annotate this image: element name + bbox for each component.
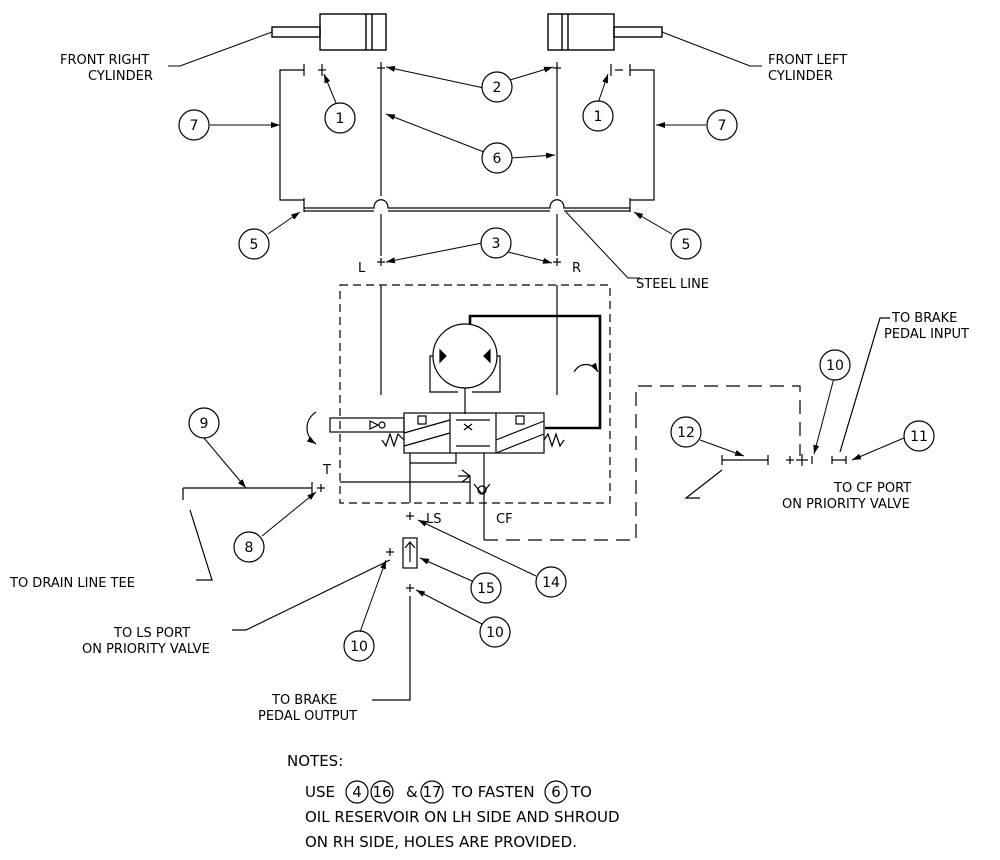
notes-line-2: OIL RESERVOIR ON LH SIDE AND SHROUD <box>305 808 620 826</box>
callout-9-number: 9 <box>200 416 209 432</box>
port-l-label: L <box>358 261 366 276</box>
callout-1b-number: 1 <box>594 109 603 125</box>
front-right-cylinder <box>271 13 387 51</box>
callout-3: 3 <box>480 227 512 259</box>
callout-1a: 1 <box>324 102 356 134</box>
ls-fittings <box>232 512 418 701</box>
ls-port-label: TO LS PORT <box>113 626 190 641</box>
notes-callout-4: 4 <box>352 783 362 801</box>
callout-7a-number: 7 <box>190 118 199 134</box>
front-left-label: FRONT LEFT <box>768 53 847 68</box>
callout-7b-number: 7 <box>718 118 727 134</box>
brake-input-label-2: PEDAL INPUT <box>884 327 969 342</box>
cylinder-leaders <box>168 31 762 67</box>
callout-6-number: 6 <box>493 151 502 167</box>
callout-10a-number: 10 <box>350 639 368 655</box>
front-left-label-2: CYLINDER <box>768 69 833 84</box>
callout-10a: 10 <box>343 630 375 662</box>
notes-heading: NOTES: <box>287 752 343 770</box>
port-r-label: R <box>572 261 581 276</box>
notes-callout-17: 17 <box>422 783 441 801</box>
callout-5b-number: 5 <box>682 237 691 253</box>
callout-5a: 5 <box>238 228 270 260</box>
cf-line <box>484 317 890 541</box>
brake-output-label: TO BRAKE <box>271 693 337 708</box>
drain-line <box>182 482 325 581</box>
front-right-label: FRONT RIGHT <box>60 53 149 68</box>
steering-valve-block <box>306 284 611 540</box>
callout-12-number: 12 <box>677 425 695 441</box>
callout-5a-number: 5 <box>250 237 259 253</box>
callout-12: 12 <box>670 416 702 448</box>
notes-block: NOTES: USE 4 16 & 17 TO FASTEN 6 TO OIL … <box>287 752 620 851</box>
hose-lines <box>279 62 655 266</box>
callout-15-number: 15 <box>477 581 495 597</box>
callout-8-number: 8 <box>245 540 254 556</box>
port-ls-label: LS <box>426 512 442 527</box>
callout-2-number: 2 <box>493 80 502 96</box>
callout-10c: 10 <box>819 349 851 381</box>
callout-3-number: 3 <box>492 236 501 252</box>
callout-2: 2 <box>481 71 513 103</box>
steel-line-label: STEEL LINE <box>636 277 709 292</box>
cf-port-label: TO CF PORT <box>833 481 911 496</box>
callout-14: 14 <box>535 566 567 598</box>
notes-ampersand: & <box>406 783 418 801</box>
port-t-label: T <box>322 463 331 478</box>
callout-7a: 7 <box>178 109 210 141</box>
brake-output-label-2: PEDAL OUTPUT <box>258 709 357 724</box>
front-left-cylinder <box>547 13 663 51</box>
callout-7b: 7 <box>706 109 738 141</box>
steel-line-leader <box>565 211 640 279</box>
callout-leaders <box>203 65 905 633</box>
callout-10c-number: 10 <box>826 358 844 374</box>
callout-8: 8 <box>233 531 265 563</box>
callout-9: 9 <box>188 407 220 439</box>
callout-1a-number: 1 <box>336 111 345 127</box>
cf-port-label-2: ON PRIORITY VALVE <box>782 497 910 512</box>
notes-to-fasten: TO FASTEN <box>451 783 535 801</box>
callout-1b: 1 <box>582 100 614 132</box>
callout-6: 6 <box>481 142 513 174</box>
notes-use: USE <box>305 783 335 801</box>
callout-14-number: 14 <box>542 575 560 591</box>
callout-11-number: 11 <box>910 429 928 445</box>
callout-11: 11 <box>903 420 935 452</box>
notes-line-3: ON RH SIDE, HOLES ARE PROVIDED. <box>305 833 577 851</box>
ls-port-label-2: ON PRIORITY VALVE <box>82 642 210 657</box>
drain-label: TO DRAIN LINE TEE <box>9 576 135 591</box>
port-cf-label: CF <box>496 512 513 527</box>
brake-input-label: TO BRAKE <box>891 311 957 326</box>
callout-5b: 5 <box>670 228 702 260</box>
callout-10b-number: 10 <box>486 625 504 641</box>
callout-10b: 10 <box>479 616 511 648</box>
callout-15: 15 <box>470 572 502 604</box>
notes-to: TO <box>570 783 592 801</box>
front-right-label-2: CYLINDER <box>88 69 153 84</box>
notes-callout-6: 6 <box>551 783 561 801</box>
notes-callout-16: 16 <box>372 783 391 801</box>
